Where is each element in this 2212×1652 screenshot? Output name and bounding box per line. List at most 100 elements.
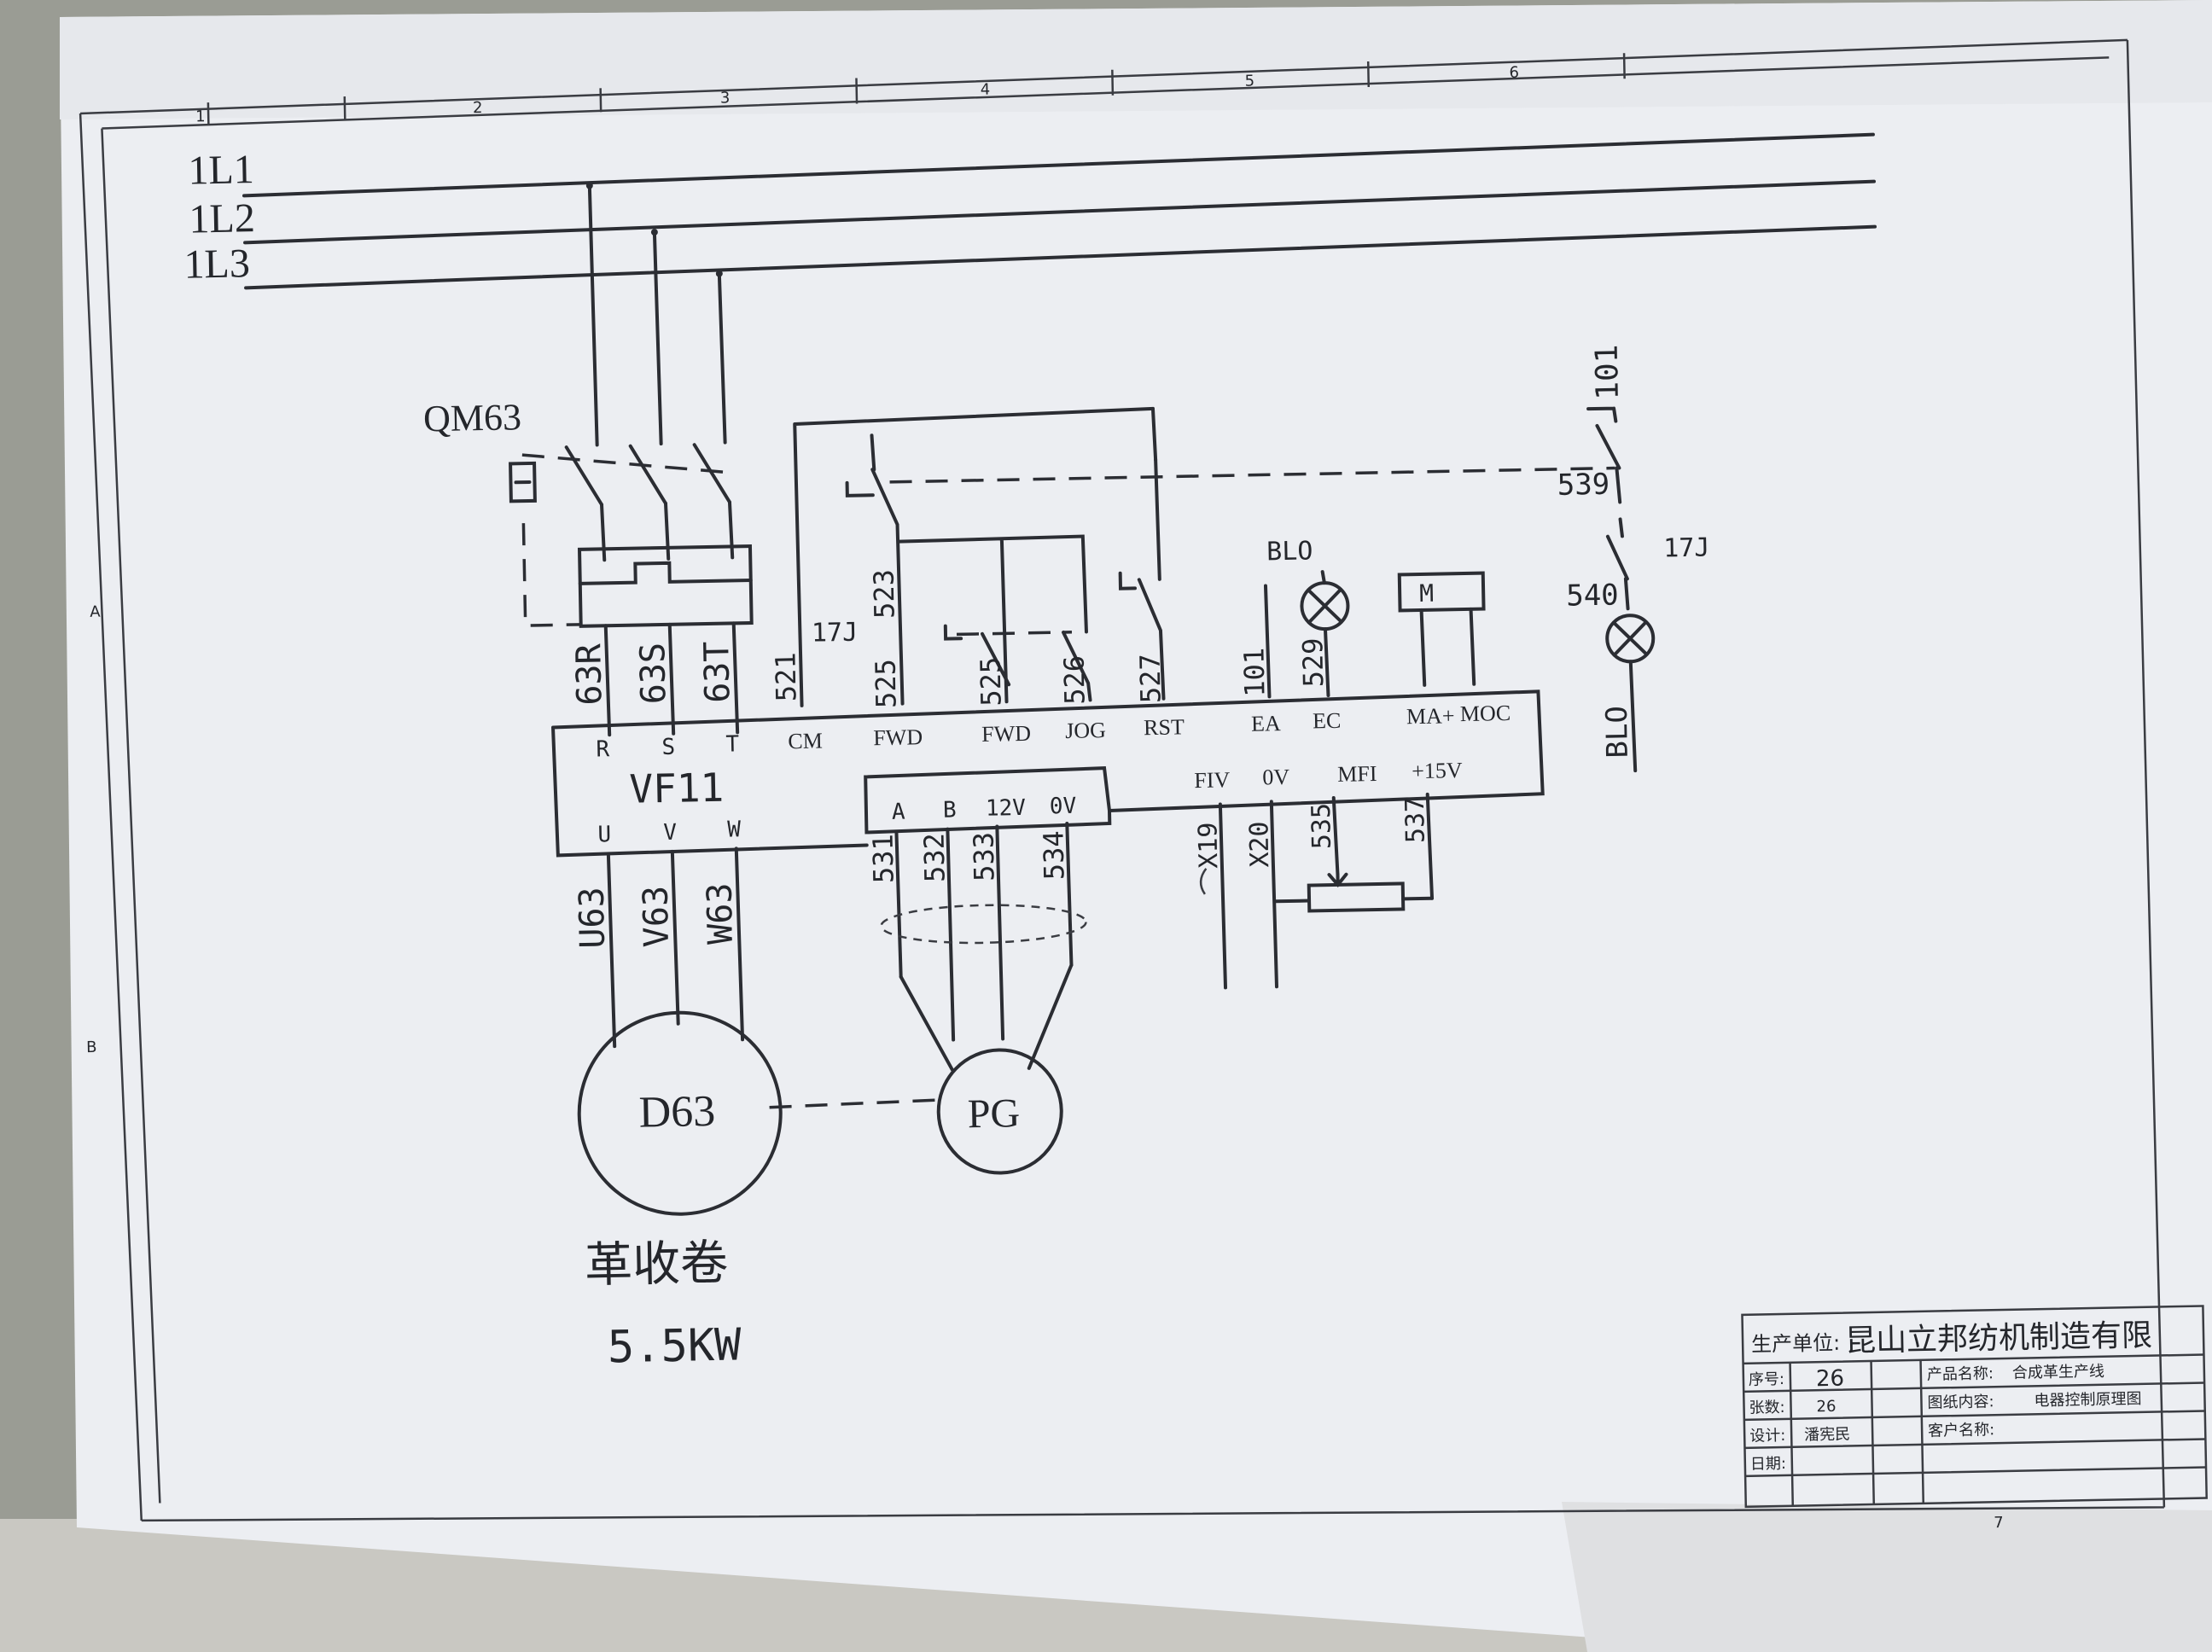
design-value: 潘宪民	[1804, 1425, 1850, 1444]
terminal-mfi: MFI	[1337, 761, 1377, 787]
wire-533: 533	[967, 832, 1000, 882]
wire-u63: U63	[573, 887, 613, 949]
frame-row-a: A	[90, 603, 101, 621]
motor-d63: D63 革收卷 5.5KW	[577, 1010, 945, 1373]
wire-537: 537	[1400, 797, 1431, 844]
title-block: 生产单位: 昆山立邦纺机制造有限 序号: 26 产品名称: 合成革生产线 张数:…	[1741, 1305, 2208, 1509]
wire-63s: 63S	[633, 643, 673, 705]
terminal-ec: EC	[1313, 708, 1342, 734]
relay-17j-left: 17J	[812, 618, 859, 649]
drive-name: VF11	[629, 765, 725, 812]
wire-539: 539	[1557, 468, 1610, 503]
wire-63t: 63T	[697, 641, 737, 703]
wire-v63: V63	[637, 886, 677, 948]
date-label: 日期:	[1750, 1455, 1786, 1474]
design-label: 设计:	[1749, 1427, 1785, 1446]
terminal-a: A	[892, 800, 906, 825]
wire-101-top: 101	[1590, 344, 1626, 400]
analog-wiring: X19 X20 535 537	[1193, 792, 1435, 990]
terminal-v: V	[663, 820, 677, 846]
producer-label: 生产单位:	[1751, 1331, 1841, 1357]
relay-17j-right: 17J	[1663, 532, 1710, 563]
bus-label-1l2: 1L2	[189, 195, 255, 241]
terminal-moc: MOC	[1460, 701, 1511, 726]
wire-525-a: 525	[870, 659, 903, 709]
terminal-t: T	[725, 731, 740, 757]
wire-523: 523	[868, 569, 901, 620]
terminal-w: W	[727, 817, 742, 842]
terminal-0v-an: 0V	[1262, 765, 1290, 790]
product-value: 合成革生产线	[2012, 1363, 2104, 1382]
customer-label: 客户名称:	[1928, 1421, 1994, 1440]
frame-col-7: 7	[1994, 1514, 2004, 1532]
wire-529: 529	[1296, 637, 1330, 688]
frame-border	[79, 38, 2166, 1522]
meter-label: M	[1419, 579, 1434, 608]
wire-521: 521	[769, 652, 802, 702]
control-contacts: 521 523 17J 525 525 526 527 101	[769, 406, 1615, 709]
drawing-value: 电器控制原理图	[2034, 1390, 2141, 1410]
motor-power: 5.5KW	[607, 1319, 742, 1373]
bus-lines: 1L1 1L2 1L3	[183, 132, 1877, 290]
terminal-u: U	[597, 822, 611, 847]
terminal-15v: +15V	[1412, 758, 1463, 783]
frame-col-1: 1	[195, 108, 206, 125]
drive-vf11: R S T CM FWD FWD JOG RST EA EC MA+ MOC V…	[551, 689, 1545, 858]
terminal-jog: JOG	[1065, 718, 1106, 743]
serial-label: 序号:	[1749, 1370, 1784, 1389]
bus-label-1l1: 1L1	[188, 147, 254, 193]
wire-526: 526	[1058, 655, 1091, 706]
wire-x20: X20	[1244, 821, 1275, 868]
terminal-fwd-1: FWD	[873, 724, 923, 750]
product-label: 产品名称:	[1927, 1364, 1994, 1383]
terminal-s: S	[661, 735, 675, 760]
wire-63r: 63R	[569, 643, 609, 706]
terminal-ea: EA	[1251, 711, 1281, 736]
wire-532: 532	[917, 833, 951, 883]
motor-wiring: U63 V63 W63	[573, 846, 745, 1049]
terminal-rst: RST	[1144, 714, 1185, 740]
wire-w63: W63	[701, 882, 741, 945]
terminal-cm: CM	[788, 728, 823, 753]
motor-name: 革收卷	[585, 1236, 729, 1294]
breaker-label: QM63	[423, 396, 522, 439]
frame-row-b: B	[86, 1038, 97, 1056]
encoder-label: PG	[967, 1091, 1020, 1137]
frame-col-5: 5	[1244, 73, 1254, 90]
indicator-lamp: BLO 529	[1266, 536, 1350, 698]
bus-label-1l3: 1L3	[183, 241, 250, 287]
terminal-r: R	[596, 736, 610, 762]
wire-525-b: 525	[975, 656, 1008, 707]
meter-m: M	[1397, 571, 1486, 687]
wire-540: 540	[1566, 579, 1619, 614]
terminal-12v: 12V	[986, 795, 1027, 822]
motor-label: D63	[638, 1087, 716, 1137]
terminal-0v-enc: 0V	[1050, 794, 1077, 820]
frame-inner-border	[101, 56, 2110, 1504]
right-circuit: 101 539 17J 540 BLO	[1557, 344, 1710, 773]
producer-value: 昆山立邦纺机制造有限	[1845, 1318, 2153, 1359]
wire-534: 534	[1037, 830, 1070, 881]
drawing-label: 图纸内容:	[1927, 1393, 1994, 1411]
frame-col-3: 3	[720, 89, 731, 107]
wire-527: 527	[1133, 654, 1167, 704]
breaker-qm63: QM63 63R 63S 63T	[423, 183, 754, 737]
wire-x19: X19	[1193, 822, 1224, 869]
wire-101-ea: 101	[1237, 648, 1271, 698]
sheets-label: 张数:	[1749, 1399, 1784, 1417]
wire-531: 531	[866, 834, 899, 884]
frame-col-2: 2	[473, 99, 483, 117]
terminal-ma: MA+	[1406, 703, 1455, 729]
terminal-fwd-2: FWD	[981, 721, 1031, 747]
frame-column-ticks	[207, 53, 1626, 125]
wire-535: 535	[1307, 803, 1337, 850]
frame-col-6: 6	[1509, 64, 1519, 82]
encoder-wiring: 531 532 533 534 PG	[866, 821, 1087, 1175]
serial-value: 26	[1816, 1366, 1845, 1393]
terminal-fiv: FIV	[1194, 767, 1231, 793]
terminal-b: B	[943, 797, 957, 823]
frame-col-4: 4	[981, 81, 991, 99]
sheets-value: 26	[1816, 1398, 1836, 1416]
right-lamp-label: BLO	[1600, 706, 1635, 759]
